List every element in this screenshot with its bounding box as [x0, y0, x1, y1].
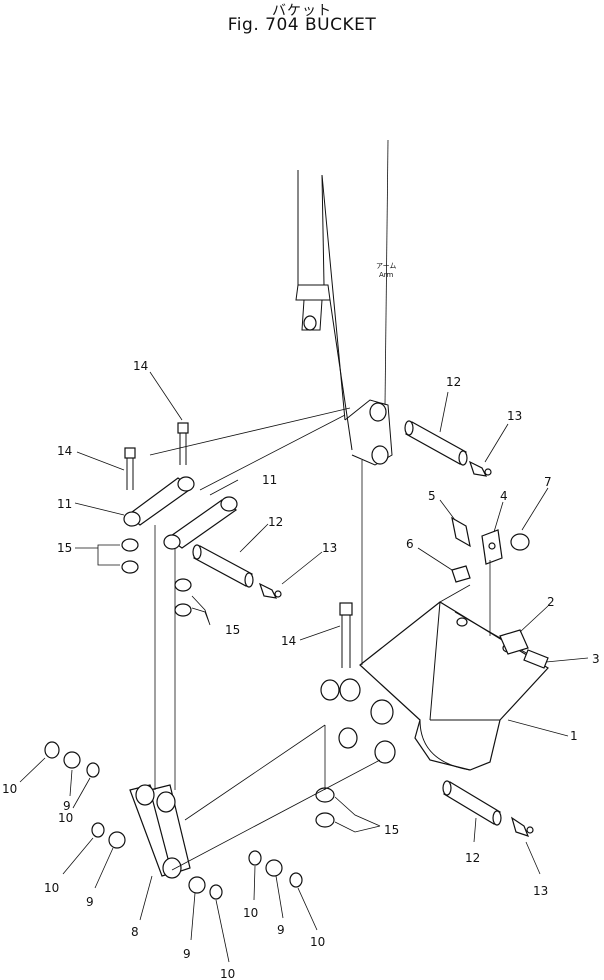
- callout-15-lower: 15: [384, 823, 399, 837]
- seal-10-c: [91, 822, 105, 838]
- nuts-15-mid: [174, 578, 192, 617]
- callout-labels: 14 14 11 11 15 15 12 13 12 13 5 4 7 6 2 …: [2, 359, 600, 980]
- callout-8: 8: [131, 925, 139, 939]
- callout-10-c: 10: [44, 881, 59, 895]
- pin-12-middle: [192, 544, 254, 588]
- grease-fitting-13-middle: [258, 582, 282, 599]
- bolt-14-mid: [177, 422, 189, 465]
- callout-10-d: 10: [220, 967, 235, 980]
- callout-14-top: 14: [133, 359, 148, 373]
- link-8: [129, 784, 191, 879]
- plate-5: [451, 516, 471, 548]
- callout-15-left: 15: [57, 541, 72, 555]
- plate-3: [523, 649, 549, 669]
- callout-7: 7: [544, 475, 552, 489]
- callout-11-left: 11: [57, 497, 72, 511]
- arm-label: Arm: [379, 271, 394, 279]
- callout-10-a: 10: [2, 782, 17, 796]
- grease-fitting-13-lower: [510, 816, 534, 837]
- seal-10-f: [289, 872, 303, 888]
- nuts-15-left: [121, 538, 139, 574]
- bracket-2: [499, 629, 529, 655]
- seal-10-a: [44, 741, 60, 759]
- assembly-guide-lines: [149, 407, 491, 871]
- figure-title-japanese: バケット: [272, 3, 332, 19]
- bushing-9-b: [108, 831, 126, 849]
- callout-9-d: 9: [277, 923, 285, 937]
- arm-part: [295, 139, 393, 466]
- callout-13-lower: 13: [533, 884, 548, 898]
- callout-5: 5: [428, 489, 436, 503]
- seal-10-d: [209, 884, 223, 900]
- callout-12-lower: 12: [465, 851, 480, 865]
- link-11-right: [163, 496, 238, 550]
- plate-4: [481, 529, 503, 565]
- callout-14-left: 14: [57, 444, 72, 458]
- callout-9-a: 9: [63, 799, 71, 813]
- bushing-9-c: [188, 876, 206, 894]
- callout-10-b: 10: [58, 811, 73, 825]
- callout-10-f: 10: [310, 935, 325, 949]
- bolt-14-lower: [339, 602, 353, 668]
- callout-1: 1: [570, 729, 578, 743]
- bushing-9-d: [265, 859, 283, 877]
- link-11-left: [123, 476, 195, 527]
- callout-13-middle: 13: [322, 541, 337, 555]
- figure-title: Fig. 704 BUCKET: [227, 15, 377, 35]
- bolt-6: [451, 565, 471, 583]
- callout-6: 6: [406, 537, 414, 551]
- callout-11-right: 11: [262, 473, 277, 487]
- callout-3: 3: [592, 652, 600, 666]
- nut-7: [510, 533, 530, 551]
- pin-12-upper: [404, 420, 468, 466]
- seal-10-e: [248, 850, 262, 866]
- callout-4: 4: [500, 489, 508, 503]
- bucket-bosses: [320, 678, 396, 764]
- nuts-15-lower: [315, 787, 335, 828]
- callout-15-mid: 15: [225, 623, 240, 637]
- arm-label-jp: アーム: [376, 262, 396, 270]
- callout-13-upper: 13: [507, 409, 522, 423]
- seal-10-b: [86, 762, 100, 778]
- callout-9-c: 9: [183, 947, 191, 961]
- bushing-9-a: [63, 751, 81, 769]
- callout-10-e: 10: [243, 906, 258, 920]
- callout-12-middle: 12: [268, 515, 283, 529]
- leader-lines: [19, 371, 589, 963]
- callout-12-upper: 12: [446, 375, 461, 389]
- bolt-14-left: [124, 447, 136, 490]
- callout-9-b: 9: [86, 895, 94, 909]
- callout-14-lower: 14: [281, 634, 296, 648]
- callout-2: 2: [547, 595, 555, 609]
- grease-fitting-13-upper: [468, 460, 492, 477]
- pin-12-lower: [442, 780, 502, 826]
